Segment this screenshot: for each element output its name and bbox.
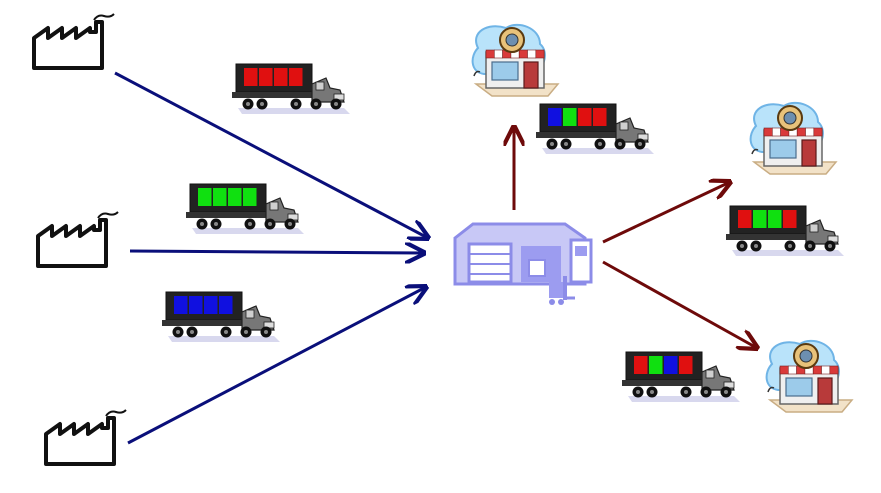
inbound-arrows (114, 71, 428, 445)
truck-icon (186, 183, 304, 234)
cargo-block (593, 108, 607, 126)
cargo-block (204, 296, 218, 314)
outbound-arrow-store-right (602, 182, 730, 244)
cargo-block (174, 296, 188, 314)
store-icon (765, 339, 854, 413)
cargo-block (634, 356, 648, 374)
cargo-block (679, 356, 693, 374)
cargo-block (274, 68, 288, 86)
factory-icon (44, 409, 127, 466)
cargo-block (289, 68, 303, 86)
outbound-arrow-store-bottom (602, 260, 757, 348)
factory-icon (32, 13, 115, 70)
cargo-block (213, 188, 227, 206)
warehouse-icon (453, 222, 593, 305)
cargo-block (189, 296, 203, 314)
factory-icon (36, 211, 119, 268)
cargo-block (228, 188, 242, 206)
cargo-block (198, 188, 212, 206)
cargo-block (243, 188, 257, 206)
truck-icon (536, 103, 654, 154)
truck-icon (232, 63, 350, 114)
cargo-block (664, 356, 678, 374)
cargo-block (548, 108, 562, 126)
truck-icon (622, 351, 740, 402)
inbound-arrow-factory-2 (129, 251, 424, 253)
cargo-block (219, 296, 233, 314)
cargo-block (578, 108, 592, 126)
cargo-block (738, 210, 752, 228)
truck-icon (726, 205, 844, 256)
inbound-arrow-factory-1 (114, 71, 428, 238)
cargo-block (244, 68, 258, 86)
store-icon (749, 101, 838, 175)
cargo-block (768, 210, 782, 228)
cargo-block (783, 210, 797, 228)
inbound-arrow-factory-3 (127, 287, 426, 445)
cargo-block (563, 108, 577, 126)
truck-icon (162, 291, 280, 342)
cargo-block (259, 68, 273, 86)
store-icon (471, 23, 560, 97)
cargo-block (649, 356, 663, 374)
outbound-arrows (514, 127, 757, 348)
cargo-block (753, 210, 767, 228)
